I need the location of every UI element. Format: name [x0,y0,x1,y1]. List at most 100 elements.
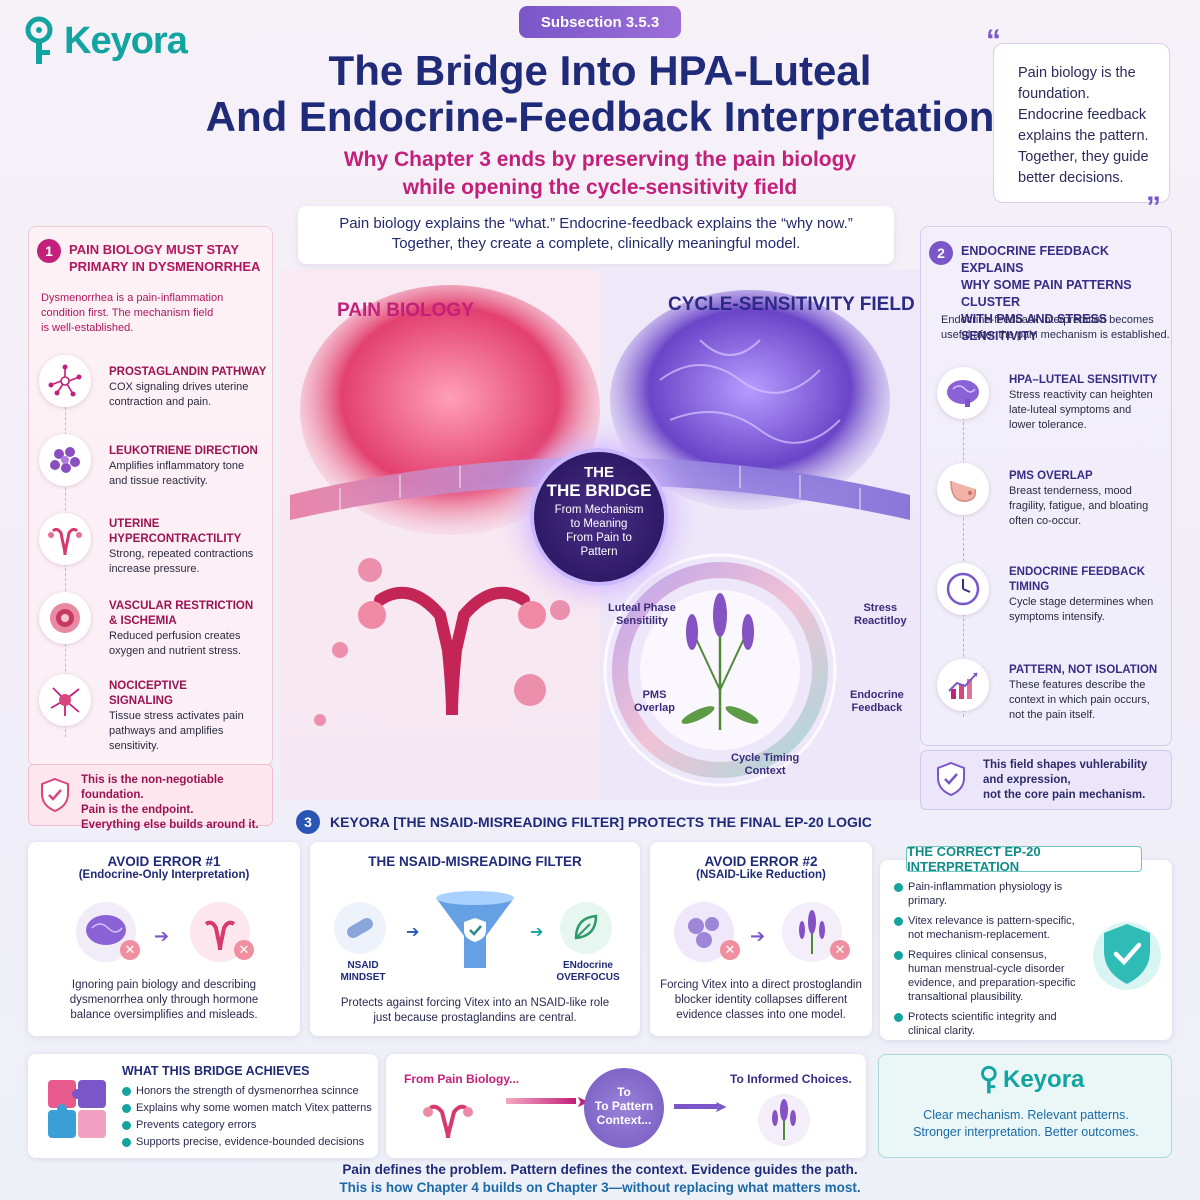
timing-line-1: Cycle Timing [731,752,800,764]
flow-to-line-2: To Pattern [594,1099,654,1113]
filter-title: THE NSAID-MISREADING FILTER [368,854,582,869]
item-text-3: sensitivity. [109,740,159,752]
quote-box: “ Pain biology is the foundation. Endocr… [986,26,1170,223]
right-panel-desc: Endocrine-feedback interpretation become… [941,313,1170,343]
error-1-line-2: dysmenorrhea only through hormone [69,994,259,1006]
uterus-illustration [358,586,546,716]
item-text-2: and tissue reactivity. [109,475,208,487]
endocrine-line-1: Endocrine [850,689,904,701]
item-text-3: not the pain itself. [1009,709,1096,721]
bullet-line: evidence, and preparation-specific [908,977,1076,989]
achieve-item-3: Prevents category errors [122,1118,372,1132]
error-2-line-3: evidence classes into one model. [676,1009,846,1021]
bullet-line: Vitex relevance is pattern-specific, [908,915,1075,927]
flow-end-label: To Informed Choices. [730,1072,852,1086]
right-desc-line-2: useful after the pain mechanism is estab… [941,329,1170,341]
cycle-timing-label: Cycle Timing Context [731,752,799,778]
left-item-1: PROSTAGLANDIN PATHWAY COX signaling driv… [109,365,269,410]
item-text-2: late-luteal symptoms and [1009,404,1132,416]
correct-interpretation-card: Pain-inflammation physiology is primary.… [880,860,1172,1040]
item-title: ENDOCRINE FEEDBACK [1009,566,1146,578]
error-1-line-1: Ignoring pain biology and describing [71,979,257,991]
achieve-item-2: Explains why some women match Vitex patt… [122,1101,372,1115]
title-line-1: The Bridge Into HPA-Luteal [328,47,872,94]
right-heading-line-3: WITH PMS AND STRESS SENSITIVITY [961,312,1108,343]
keyora-logo-text: Keyora [64,19,188,62]
correct-bullet-1: Pain-inflammation physiology is primary. [894,880,1094,908]
section-3-title: KEYORA [THE NSAID-MISREADING FILTER] PRO… [330,814,872,830]
bullet-line: clinical clarity. [908,1025,976,1037]
item-title-2: TIMING [1009,581,1050,593]
right-heading-line-1: ENDOCRINE FEEDBACK EXPLAINS [961,244,1109,275]
correct-interpretation-title: THE CORRECT EP-20 INTERPRETATION [906,844,1142,874]
item-title: PROSTAGLANDIN PATHWAY [109,366,267,378]
item-text-1: These features describe the [1009,679,1146,691]
nsaid-filter-card: THE NSAID-MISREADING FILTER ➔ ➔ NSAID MI… [310,842,640,1036]
page-title: The Bridge Into HPA-Luteal And Endocrine… [200,48,1000,140]
item-text-1: Reduced perfusion creates [109,630,241,642]
item-text-3: often co-occur. [1009,515,1082,527]
pain-biology-panel: 1 PAIN BIOLOGY MUST STAY PRIMARY IN DYSM… [28,226,273,766]
flow-to-line-3: Context... [596,1113,652,1127]
chart-icon [937,659,989,711]
right-panel-footer: This field shapes vuhlerability and expr… [920,750,1172,810]
quote-line-4: explains the pattern. [1018,128,1149,144]
neuron-icon [39,674,91,726]
shield-check-icon [935,761,967,802]
item-title-2: & ISCHEMIA [109,615,177,627]
intro-box: Pain biology explains the “what.” Endocr… [298,206,894,264]
bridge-line-2: to Meaning [570,518,628,530]
error-1-line-3: balance oversimplifies and misleads. [70,1009,258,1021]
bullet-line: not mechanism-replacement. [908,929,1050,941]
quote-line-2: foundation. [1018,86,1090,102]
stress-reactivity-label: Stress Reactitloy [854,602,907,628]
bridge-title: THE BRIDGE [546,481,652,500]
brain-illustration [610,290,890,510]
correct-bullet-2: Vitex relevance is pattern-specific, not … [894,914,1094,942]
puzzle-icon [42,1074,112,1149]
overfocus-label-line-2: OVERFOCUS [556,972,620,983]
item-text-1: Strong, repeated contractions [109,548,254,560]
item-text-2: pathways and amplifies [109,725,224,737]
achieve-list: Honors the strength of dysmenorrhea scin… [122,1084,372,1152]
filter-text: Protects against forcing Vitex into an N… [310,996,640,1026]
title-line-2: And Endocrine-Feedback Interpretation [205,93,995,140]
right-connector-line [963,387,964,717]
achieve-item-4: Supports precise, evidence-bounded decis… [122,1135,372,1149]
item-title: PMS OVERLAP [1009,470,1093,482]
endocrine-feedback-panel: 2 ENDOCRINE FEEDBACK EXPLAINS WHY SOME P… [920,226,1172,746]
correct-interpretation-list: Pain-inflammation physiology is primary.… [894,880,1094,1044]
bridge-achieves-box: WHAT THIS BRIDGE ACHIEVES Honors the str… [28,1054,378,1158]
x-mark-icon: ✕ [830,940,850,960]
item-text-1: Breast tenderness, mood [1009,485,1132,497]
right-panel-heading: ENDOCRINE FEEDBACK EXPLAINS WHY SOME PAI… [961,243,1171,345]
item-title-2: HYPERCONTRACTILITY [109,533,242,545]
item-title: UTERINE [109,518,160,530]
brain-icon [937,367,989,419]
subsection-badge: Subsection 3.5.3 [519,6,681,38]
error-2-line-2: blocker identity collapses different [674,994,848,1006]
item-title-2: SIGNALING [109,695,173,707]
left-item-2: LEUKOTRIENE DIRECTION Amplifies inflamma… [109,444,269,489]
right-footer-line-3: not the core pain mechanism. [983,789,1146,801]
cycle-field-title: CYCLE-SENSITIVITY FIELD [668,294,915,315]
flow-arrow-2 [674,1104,718,1109]
item-title: HPA–LUTEAL SENSITIVITY [1009,374,1158,386]
closing-line-2: This is how Chapter 4 builds on Chapter … [339,1180,861,1195]
brand-logo: Keyora [979,1065,1084,1095]
vessel-icon [39,592,91,644]
leaf-icon [558,900,614,961]
left-panel-footer: This is the non-negotiable foundation. P… [28,764,273,831]
keyora-logo: Keyora [22,16,188,66]
pms-line-1: PMS [642,689,667,701]
error-2-title: AVOID ERROR #2 [704,854,818,869]
pms-line-2: Overlap [634,702,675,714]
luteal-line-1: Luteal Phase [608,602,676,614]
left-desc-line-2: condition first. The mechanism field [41,307,214,319]
uterus-icon [418,1094,478,1149]
brand-line-2: Stronger interpretation. Better outcomes… [913,1125,1139,1139]
item-text-1: Stress reactivity can heighten [1009,389,1153,401]
item-text-3: lower tolerance. [1009,419,1087,431]
item-text-1: COX signaling drives uterine [109,381,249,393]
bridge-center-circle: THE THE BRIDGE From Mechanism to Meaning… [530,448,668,586]
